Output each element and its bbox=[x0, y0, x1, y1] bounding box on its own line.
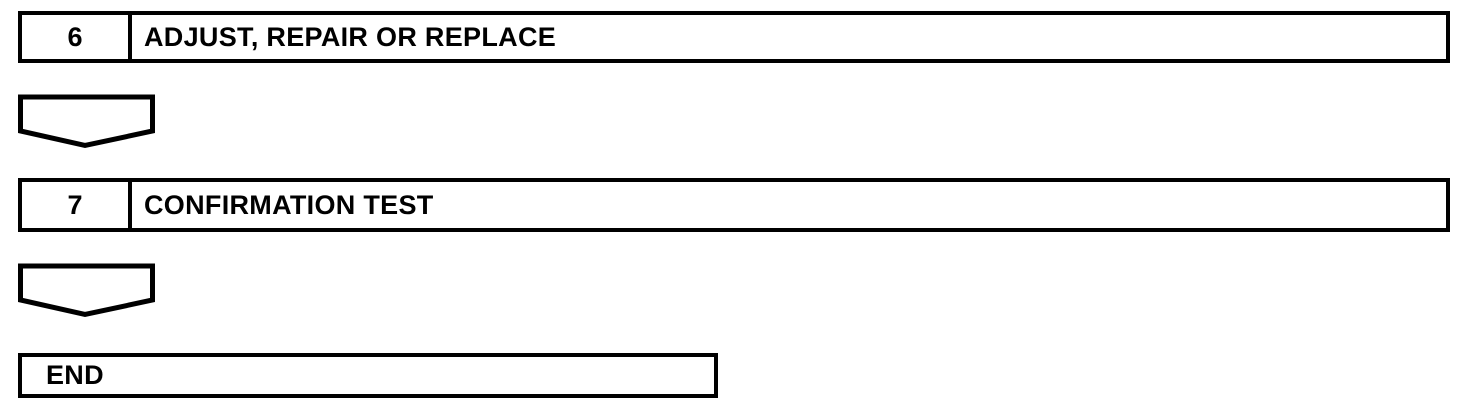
step-number: 7 bbox=[22, 182, 132, 228]
down-chevron-connector-icon bbox=[18, 263, 155, 318]
step-box-6: 6 ADJUST, REPAIR OR REPLACE bbox=[18, 11, 1450, 63]
step-box-7: 7 CONFIRMATION TEST bbox=[18, 178, 1450, 232]
down-chevron-connector-icon bbox=[18, 94, 155, 149]
step-number: 6 bbox=[22, 15, 132, 59]
end-box: END bbox=[18, 353, 718, 398]
step-label: CONFIRMATION TEST bbox=[144, 189, 434, 220]
step-label: ADJUST, REPAIR OR REPLACE bbox=[144, 21, 557, 52]
